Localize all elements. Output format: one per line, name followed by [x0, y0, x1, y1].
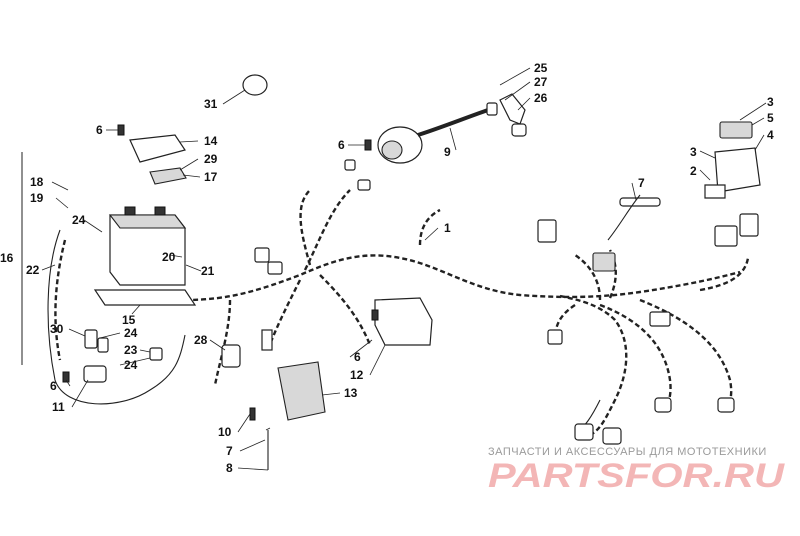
- callout-1: 1: [444, 221, 451, 235]
- callout-11: 11: [52, 400, 65, 414]
- callout-5: 5: [767, 111, 774, 125]
- callout-27: 27: [534, 75, 548, 89]
- callout-6-module: 6: [354, 350, 361, 364]
- callout-24-middle: 24: [124, 326, 138, 340]
- callout-6-bottom-left: 6: [50, 379, 57, 393]
- callout-15: 15: [122, 313, 136, 327]
- fasteners: [47, 124, 379, 470]
- callout-3-upper: 3: [767, 95, 774, 109]
- callout-16: 16: [0, 251, 14, 265]
- callout-18: 18: [30, 175, 44, 189]
- ignition-coil: [377, 93, 527, 164]
- watermark-subtitle: ЗАПЧАСТИ И АКСЕССУАРЫ ДЛЯ МОТОТЕХНИКИ: [488, 446, 767, 458]
- callout-24-upper: 24: [72, 213, 86, 227]
- callout-17: 17: [204, 170, 218, 184]
- callout-21: 21: [201, 264, 215, 278]
- callout-6-top-left: 6: [96, 123, 103, 137]
- callout-3-lower: 3: [690, 145, 697, 159]
- callout-19: 19: [30, 191, 44, 205]
- callout-31: 31: [204, 97, 218, 111]
- leader-lines: [41, 67, 767, 471]
- callout-8: 8: [226, 461, 233, 475]
- callout-29: 29: [204, 152, 218, 166]
- callout-labels: 1 2 3 3 4 5 6 6 6 6 7 7 8 9 10 11 12 13 …: [0, 61, 774, 475]
- battery-assembly: [93, 74, 268, 306]
- callout-4: 4: [767, 128, 774, 142]
- watermark: ЗАПЧАСТИ И АКСЕССУАРЫ ДЛЯ МОТОТЕХНИКИ PA…: [488, 446, 786, 495]
- electrical-modules: [221, 121, 761, 421]
- callout-26: 26: [534, 91, 548, 105]
- callout-7-bottom: 7: [226, 444, 233, 458]
- callout-7-right: 7: [638, 176, 645, 190]
- callout-2: 2: [690, 164, 697, 178]
- watermark-logo: PARTSFOR.RU: [488, 457, 786, 495]
- callout-12: 12: [350, 368, 364, 382]
- callout-23: 23: [124, 343, 138, 357]
- callout-25: 25: [534, 61, 548, 75]
- callout-13: 13: [344, 386, 358, 400]
- callout-30: 30: [50, 322, 64, 336]
- callout-20: 20: [162, 250, 176, 264]
- callout-24-lower: 24: [124, 358, 138, 372]
- callout-28: 28: [194, 333, 208, 347]
- callout-22: 22: [26, 263, 40, 277]
- harness-connectors: [254, 213, 759, 445]
- callout-9: 9: [444, 145, 451, 159]
- callout-10: 10: [218, 425, 232, 439]
- callout-14: 14: [204, 134, 218, 148]
- callout-6-coil: 6: [338, 138, 345, 152]
